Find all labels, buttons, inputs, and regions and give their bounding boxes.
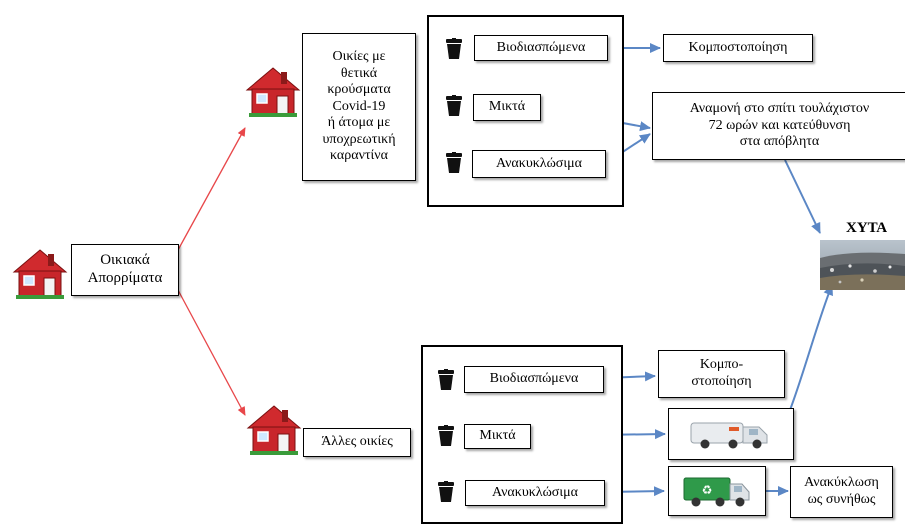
other-compost-box: Κομπο- στοποίηση — [658, 350, 785, 398]
arrow-to-other-homes — [177, 289, 246, 416]
other-homes-box: Άλλες οικίες — [303, 428, 411, 457]
covid-homes-label: Οικίες με θετικά κρούσματα Covid-19 ή άτ… — [322, 49, 396, 164]
landfill-image — [820, 240, 905, 290]
other-recycle-label: Ανακυκλώσιμα — [492, 484, 578, 500]
wait-label: Αναμονή στο σπίτι τουλάχιστον 72 ωρών κα… — [689, 101, 870, 150]
arrow-wait-landfill — [784, 159, 821, 234]
recycling-truck-icon: ♻ — [683, 477, 750, 507]
covid-recycle-label: Ανακυκλώσιμα — [496, 155, 582, 171]
covid-mixed-label: Μικτά — [488, 99, 526, 115]
house-icon — [245, 67, 301, 117]
trash-bin-icon — [446, 95, 462, 116]
covid-homes-box: Οικίες με θετικά κρούσματα Covid-19 ή άτ… — [302, 33, 416, 181]
garbage-truck-icon — [690, 422, 768, 449]
arrow-truck-landfill — [789, 284, 833, 411]
recycle-as-usual-label: Ανακύκλωση ως συνήθως — [804, 475, 879, 507]
covid-compost-label: Κομποστοποίηση — [688, 39, 788, 55]
trash-bin-icon — [446, 152, 462, 173]
svg-text:♻: ♻ — [702, 483, 713, 497]
wait-box: Αναμονή στο σπίτι τουλάχιστον 72 ωρών κα… — [652, 92, 905, 160]
other-bio-label: Βιοδιασπώμενα — [489, 371, 579, 387]
source-label: Οικιακά Απορρίματα — [87, 252, 163, 286]
other-mixed-label: Μικτά — [479, 428, 516, 444]
trash-bin-icon — [446, 38, 462, 59]
other-mixed-box: Μικτά — [464, 424, 531, 449]
landfill-title: ΧΥΤΑ — [846, 220, 888, 236]
trash-bin-icon — [438, 481, 454, 502]
covid-recycle-box: Ανακυκλώσιμα — [472, 150, 606, 178]
trash-bin-icon — [438, 425, 454, 446]
covid-bio-box: Βιοδιασπώμενα — [474, 35, 608, 61]
other-homes-label: Άλλες οικίες — [321, 434, 393, 450]
recycling-truck-box: ♻ — [668, 466, 766, 516]
recycle-as-usual-box: Ανακύκλωση ως συνήθως — [790, 466, 893, 518]
house-icon — [246, 405, 302, 455]
garbage-truck-box — [668, 408, 794, 460]
trash-bin-icon — [438, 369, 454, 390]
source-box: Οικιακά Απορρίματα — [71, 244, 179, 296]
arrow-to-covid-homes — [177, 127, 246, 251]
covid-bio-label: Βιοδιασπώμενα — [496, 39, 586, 55]
other-bio-box: Βιοδιασπώμενα — [464, 366, 604, 393]
house-icon — [12, 249, 68, 299]
covid-compost-box: Κομποστοποίηση — [663, 34, 813, 62]
covid-mixed-box: Μικτά — [473, 94, 541, 121]
other-recycle-box: Ανακυκλώσιμα — [465, 480, 605, 506]
other-compost-label: Κομπο- στοποίηση — [691, 357, 752, 389]
